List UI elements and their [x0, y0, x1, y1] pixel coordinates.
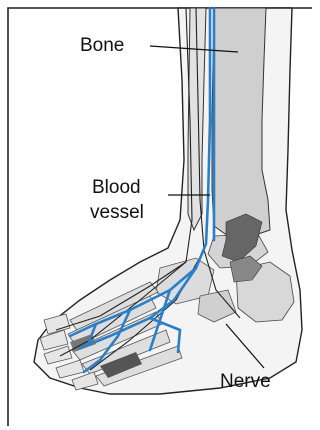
label-blood-vessel-line2: vessel [90, 202, 144, 223]
tibia-bone [212, 8, 270, 236]
label-blood-vessel-line1: Blood [92, 177, 141, 198]
label-nerve: Nerve [220, 371, 271, 392]
label-bone: Bone [80, 35, 124, 56]
